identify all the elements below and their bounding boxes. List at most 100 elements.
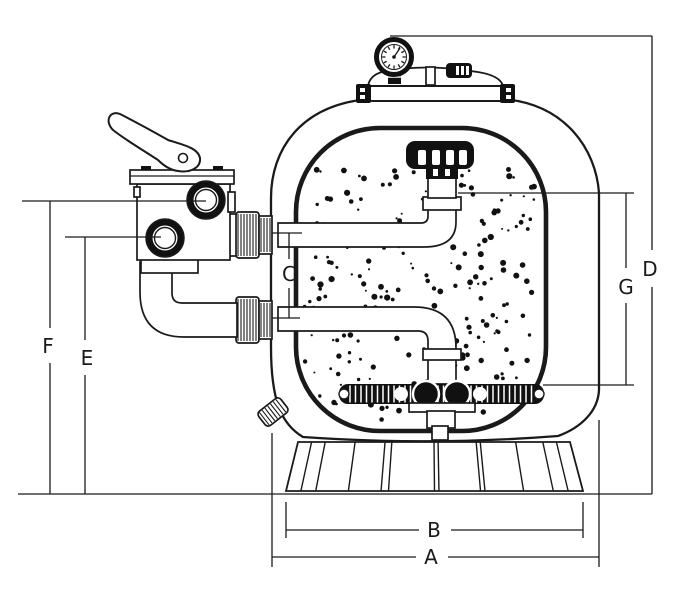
sand-dot: [335, 371, 341, 377]
sand-dot: [313, 166, 320, 173]
sand-dot: [379, 295, 383, 299]
union-ribs: [237, 299, 271, 341]
sand-dot: [462, 251, 468, 256]
sand-dot: [317, 281, 324, 288]
sand-dot: [507, 229, 510, 232]
sand-dot: [329, 367, 333, 371]
sand-dot: [529, 289, 535, 295]
clamp-tab-right: [500, 84, 515, 103]
sand-dot: [506, 167, 511, 172]
sand-dot: [347, 351, 352, 355]
sand-dot: [477, 251, 484, 258]
sand-dot: [502, 303, 506, 308]
dimension-f: F: [22, 200, 206, 494]
drain-ribs: [258, 399, 287, 426]
sand-dot: [468, 185, 474, 191]
sand-dot: [500, 372, 504, 376]
port-bore: [153, 226, 177, 250]
diffuser-slot: [418, 150, 426, 165]
sand-dot: [478, 357, 484, 364]
sand-dot: [500, 198, 504, 202]
sand-dot: [328, 276, 335, 283]
dimension-label-d: D: [642, 257, 657, 281]
plate-bolt: [141, 166, 151, 170]
clamp-bolt: [360, 88, 365, 92]
sand-dot: [450, 262, 453, 265]
sand-dot: [473, 274, 479, 280]
sand-dot: [477, 282, 480, 285]
sand-dot: [489, 277, 493, 281]
diffuser-riser: [427, 176, 457, 199]
sand-dot: [348, 199, 354, 204]
dimension-label-c: C: [282, 262, 296, 286]
sand-dot: [339, 383, 342, 386]
sand-dot: [364, 289, 367, 292]
lid-clamp-band: [368, 85, 504, 102]
sand-dot: [479, 218, 485, 224]
sand-dot: [513, 272, 520, 279]
dimension-label-g: G: [618, 275, 634, 299]
sand-dot: [467, 169, 471, 172]
sand-dot: [521, 213, 525, 218]
sand-dot: [368, 377, 371, 380]
sand-dot: [504, 319, 509, 324]
sand-dot: [344, 189, 351, 196]
dimension-d: D: [390, 35, 658, 494]
sand-dot: [331, 399, 337, 406]
sand-dot: [525, 227, 530, 231]
sand-dot: [357, 274, 362, 279]
sand-dot: [397, 218, 403, 224]
dimension-e: E: [65, 236, 161, 494]
sand-dot: [380, 182, 385, 187]
sand-dot: [482, 281, 487, 286]
port-ring: [146, 219, 184, 257]
sand-dot: [302, 359, 308, 364]
union-collar: [258, 215, 273, 255]
lateral-port-left: [394, 387, 408, 401]
sand-dot: [495, 208, 501, 214]
sand-dot: [370, 364, 376, 370]
sand-dot: [512, 176, 515, 179]
sand-dot: [467, 279, 473, 286]
sand-dot: [387, 182, 392, 187]
sand-dot: [509, 360, 515, 366]
sand-dot: [347, 360, 351, 364]
sand-dot: [319, 170, 322, 173]
sand-dot: [464, 316, 469, 321]
sand-dot: [341, 167, 347, 174]
sand-dot: [335, 338, 340, 343]
sand-dot: [482, 340, 485, 343]
lateral-port-right: [473, 387, 487, 401]
sand-dot: [318, 287, 323, 291]
bottom-drain-stub: [431, 425, 449, 441]
sand-dot: [490, 313, 496, 318]
sand-dot: [410, 262, 413, 265]
sand-dot: [359, 197, 363, 202]
sand-dot: [393, 174, 399, 180]
sand-dot: [326, 255, 329, 259]
sand-dot: [318, 394, 322, 398]
union-upper: [228, 211, 273, 259]
sand-dot: [394, 335, 400, 341]
sand-dot: [315, 202, 319, 207]
sand-dot: [482, 237, 488, 244]
clamp-tab-left: [356, 84, 371, 103]
sand-dot: [518, 219, 524, 225]
sand-dot: [480, 409, 486, 415]
lateral-arms: [339, 384, 544, 404]
sand-dot: [509, 194, 512, 197]
diffuser-slot: [459, 150, 467, 165]
sand-dot: [431, 302, 438, 309]
sand-dot: [500, 267, 507, 273]
valve-left-tab: [133, 186, 141, 198]
diffuser: [406, 141, 474, 179]
sand-dot: [359, 357, 362, 361]
sand-dot: [458, 182, 464, 188]
inner-chamber-wall: [293, 125, 549, 434]
dimension-label-b: B: [427, 518, 441, 542]
sand-dot: [411, 266, 415, 270]
sand-dot: [356, 377, 361, 382]
sand-dot: [361, 175, 367, 182]
clamp-bolt: [360, 95, 365, 99]
